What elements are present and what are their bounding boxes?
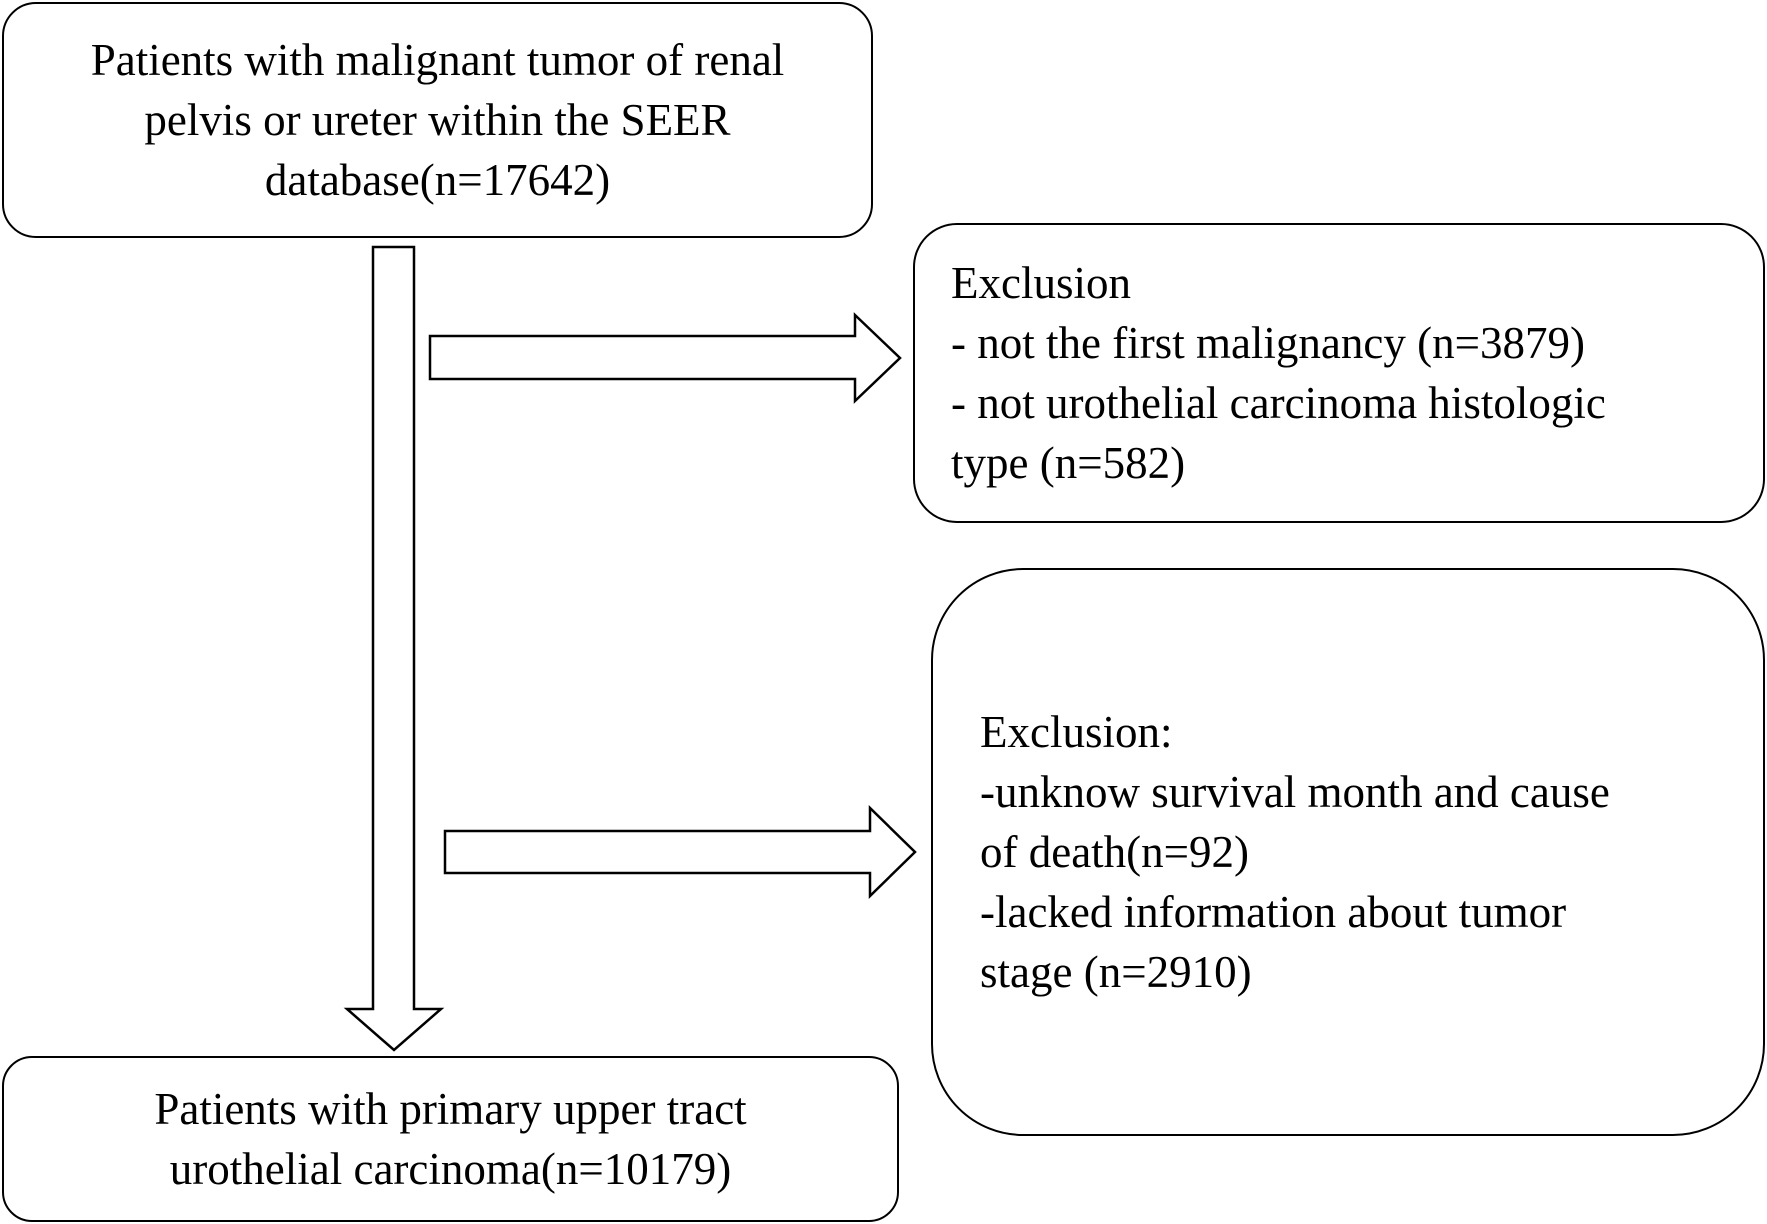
final-line-1: Patients with primary upper tract [154,1084,747,1134]
right-arrow-exclusion-1 [428,312,902,404]
right-arrow-exclusion-2 [443,805,917,899]
exclusion-1-line-2: - not the first malignancy (n=3879) [951,318,1585,368]
down-arrow [343,245,445,1052]
source-population-box: Patients with malignant tumor of renal p… [2,2,873,238]
source-line-2: pelvis or ureter within the SEER [144,95,731,145]
exclusion-1-line-3: - not urothelial carcinoma histologic [951,378,1606,428]
exclusion-1-heading: Exclusion [951,258,1131,308]
exclusion-2-line-4: -lacked information about tumor [980,887,1567,937]
exclusion-2-line-5: stage (n=2910) [980,947,1252,997]
source-line-3: database(n=17642) [264,155,611,205]
exclusion-box-2: Exclusion: -unknow survival month and ca… [931,568,1765,1136]
final-cohort-box: Patients with primary upper tract urothe… [2,1056,899,1222]
exclusion-2-line-3: of death(n=92) [980,827,1250,877]
exclusion-1-line-4: type (n=582) [951,438,1186,488]
exclusion-2-line-2: -unknow survival month and cause [980,767,1610,817]
final-line-2: urothelial carcinoma(n=10179) [169,1144,732,1194]
exclusion-2-heading: Exclusion: [980,707,1173,757]
source-line-1: Patients with malignant tumor of renal [90,35,785,85]
exclusion-box-1: Exclusion - not the first malignancy (n=… [913,223,1765,523]
